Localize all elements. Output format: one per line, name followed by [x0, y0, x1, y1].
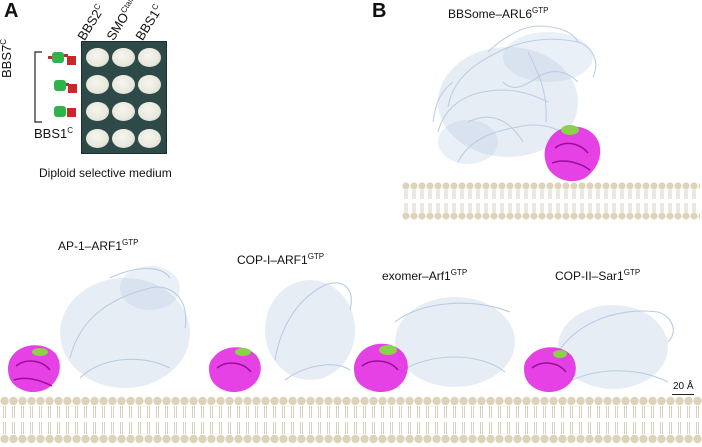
gtpase-arf1-exomer [354, 343, 408, 393]
colony [112, 48, 135, 67]
structure-exomer [394, 297, 515, 387]
gtpase-arf1-copi [209, 347, 261, 393]
colony [86, 48, 109, 67]
colony [86, 129, 109, 148]
row-bracket [34, 51, 42, 123]
label-copii-sar1: COP-II–Sar1GTP [555, 268, 641, 283]
colony [86, 102, 109, 121]
colony [112, 129, 135, 148]
label-exomer-arf1: exomer–Arf1GTP [382, 268, 468, 283]
structure-copii [557, 305, 674, 389]
gtpase-arl6 [544, 125, 601, 182]
construct-row-3 [54, 106, 76, 117]
structure-copi [265, 280, 355, 381]
colony [138, 75, 161, 94]
colony [138, 48, 161, 67]
structure-ap1 [60, 266, 190, 388]
panel-a-caption: Diploid selective medium [39, 166, 172, 180]
panel-letter-b: B [372, 0, 387, 22]
column-header-bbs2: BBS2C [74, 1, 105, 44]
construct-cartoons [48, 52, 77, 117]
yeast-plate [81, 41, 167, 154]
panel-letter-a: A [4, 0, 19, 22]
colony [138, 102, 161, 121]
scale-bar-label: 20 Å [673, 381, 694, 392]
gtpase-arf1-ap1 [8, 345, 60, 393]
membrane-top [402, 182, 700, 220]
colony [86, 75, 109, 94]
label-ap1-arf1: AP-1–ARF1GTP [58, 238, 139, 253]
gtpase-sar1 [524, 347, 576, 393]
label-bbsome-arl6: BBSome–ARL6GTP [448, 6, 549, 21]
scale-bar [672, 394, 694, 395]
row-group-label-bbs7: BBS7C [0, 39, 14, 78]
structure-bbsome [432, 25, 597, 164]
membrane-bottom [0, 396, 702, 444]
row-label-bbs1: BBS1C [34, 126, 74, 141]
colony [138, 129, 161, 148]
colony [112, 102, 135, 121]
label-copi-arf1: COP-I–ARF1GTP [237, 252, 325, 267]
colony [112, 75, 135, 94]
construct-row-2 [54, 80, 77, 93]
construct-row-1 [48, 52, 76, 65]
